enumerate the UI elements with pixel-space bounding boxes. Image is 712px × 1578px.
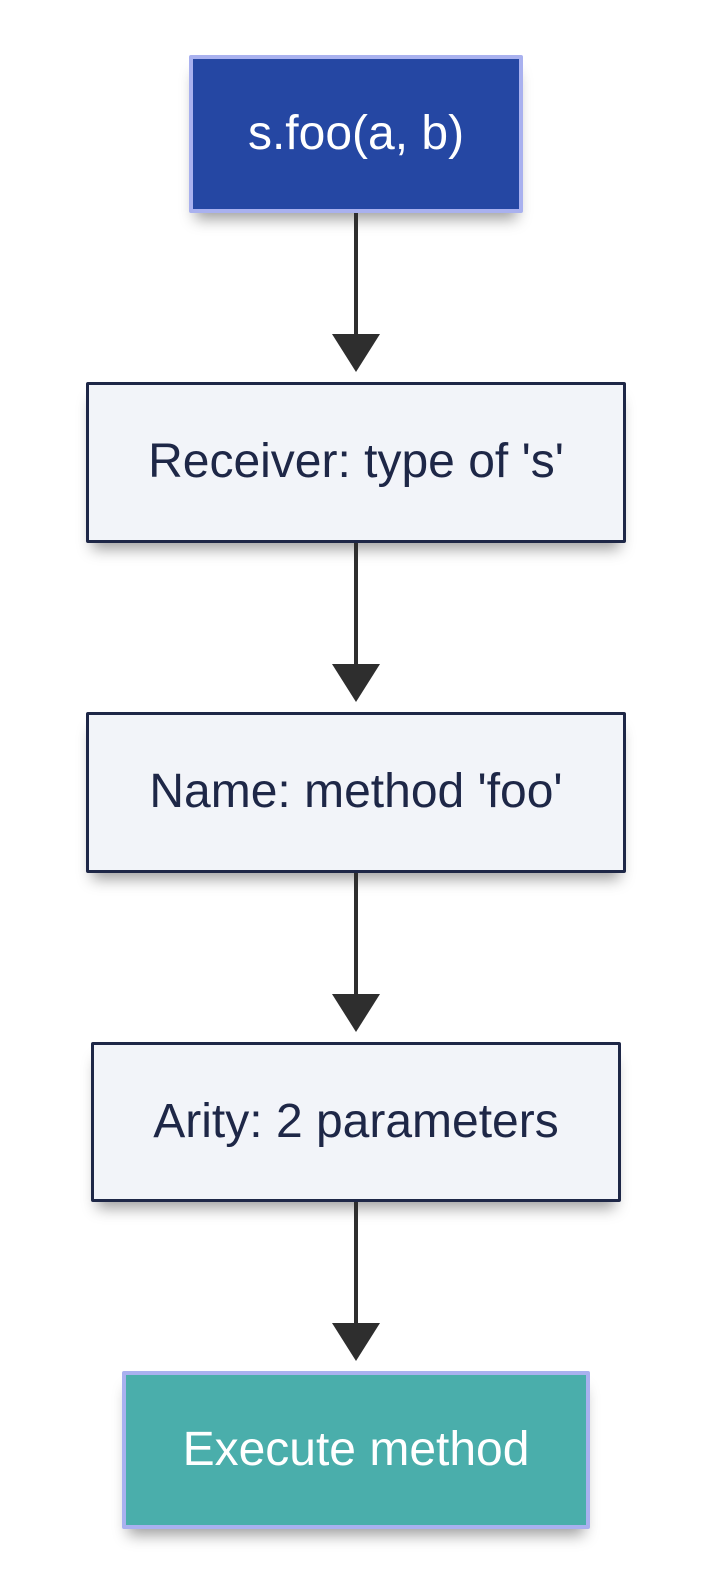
node-label: Receiver: type of 's'	[148, 435, 564, 489]
arrow-shaft	[354, 213, 358, 334]
node-label: s.foo(a, b)	[247, 106, 465, 160]
node-label: Name: method 'foo'	[149, 765, 563, 819]
node-method-call: s.foo(a, b)	[189, 55, 523, 213]
arrow-shaft	[354, 543, 358, 664]
arrow-name-to-arity	[332, 873, 380, 1042]
arrow-shaft	[354, 1202, 358, 1323]
node-execute-method: Execute method	[122, 1371, 590, 1529]
node-arity: Arity: 2 parameters	[91, 1042, 621, 1202]
node-method-name: Name: method 'foo'	[86, 712, 626, 873]
arrow-shaft	[354, 873, 358, 994]
node-label: Arity: 2 parameters	[153, 1094, 559, 1148]
arrowhead-down-icon	[332, 334, 380, 372]
arrowhead-down-icon	[332, 994, 380, 1032]
arrow-receiver-to-name	[332, 543, 380, 712]
arrow-call-to-receiver	[332, 213, 380, 382]
node-label: Execute method	[182, 1422, 530, 1476]
arrow-arity-to-execute	[332, 1202, 380, 1371]
node-receiver: Receiver: type of 's'	[86, 382, 626, 543]
arrowhead-down-icon	[332, 1323, 380, 1361]
arrowhead-down-icon	[332, 664, 380, 702]
